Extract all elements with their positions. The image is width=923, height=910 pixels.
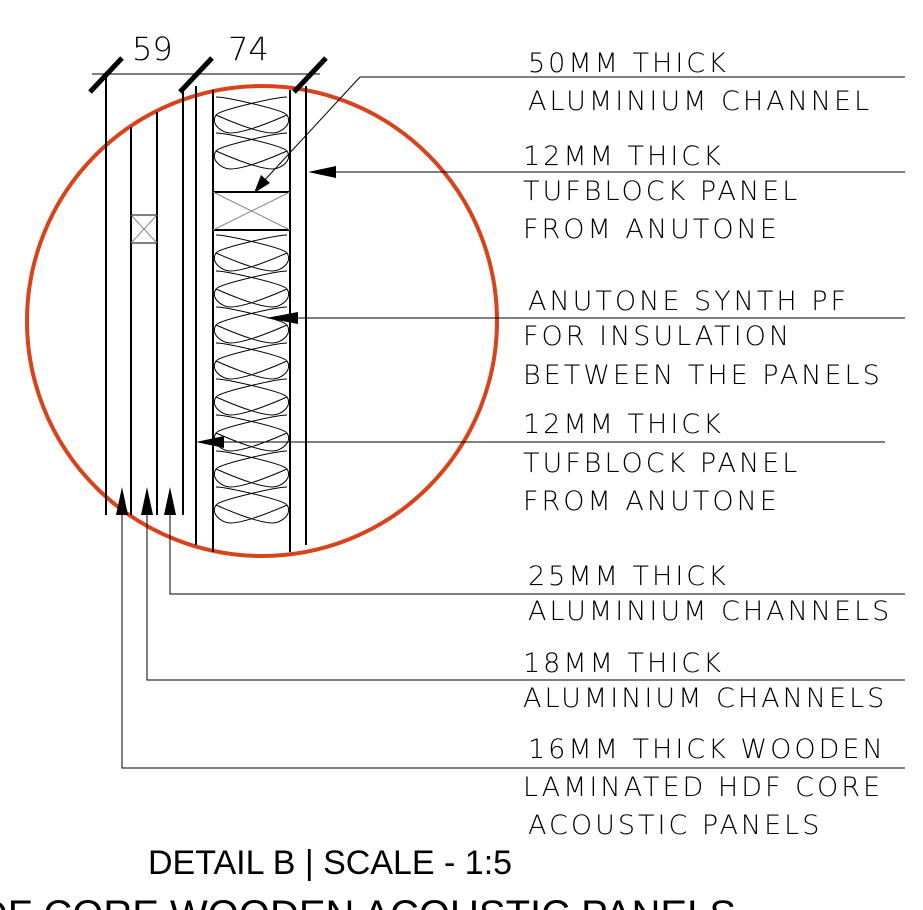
svg-text:12MM THICK: 12MM THICK	[523, 409, 724, 440]
spacer-block	[130, 214, 158, 244]
label-tufblock-outer: 12MM THICK TUFBLOCK PANEL FROM ANUTONE	[523, 141, 800, 245]
svg-text:LAMINATED HDF CORE: LAMINATED HDF CORE	[523, 772, 883, 803]
svg-text:50MM THICK: 50MM THICK	[528, 48, 729, 79]
arrow-18mm	[141, 487, 153, 515]
svg-text:ALUMINIUM CHANNELS: ALUMINIUM CHANNELS	[523, 683, 887, 714]
svg-text:FROM ANUTONE: FROM ANUTONE	[523, 214, 780, 245]
svg-text:FROM ANUTONE: FROM ANUTONE	[523, 486, 780, 517]
dimension-line	[88, 56, 328, 94]
svg-text:ALUMINIUM CHANNEL: ALUMINIUM CHANNEL	[528, 86, 872, 117]
insulation-pattern-top	[214, 96, 289, 170]
arrow-insulation	[266, 312, 298, 324]
svg-text:12MM THICK: 12MM THICK	[523, 141, 724, 172]
label-channel-25: 25MM THICK ALUMINIUM CHANNELS	[528, 561, 892, 627]
svg-text:25MM THICK: 25MM THICK	[528, 561, 729, 592]
svg-text:FOR INSULATION: FOR INSULATION	[523, 321, 792, 352]
svg-text:18MM THICK: 18MM THICK	[523, 648, 724, 679]
arrow-25mm	[164, 487, 176, 515]
svg-text:16MM THICK WOODEN: 16MM THICK WOODEN	[528, 734, 886, 765]
detail-title: DETAIL B | SCALE - 1:5	[148, 844, 512, 882]
svg-text:TUFBLOCK PANEL: TUFBLOCK PANEL	[523, 448, 800, 479]
arrow-16mm	[116, 487, 128, 515]
detail-circle	[25, 84, 499, 558]
svg-text:ALUMINIUM CHANNELS: ALUMINIUM CHANNELS	[528, 596, 892, 627]
insulation-batt	[214, 234, 289, 524]
label-channel-18: 18MM THICK ALUMINIUM CHANNELS	[523, 648, 887, 714]
dimension-74: 74	[228, 30, 269, 68]
svg-text:ACOUSTIC PANELS: ACOUSTIC PANELS	[528, 810, 822, 841]
svg-text:BETWEEN THE PANELS: BETWEEN THE PANELS	[523, 360, 883, 391]
arrow-tufblock-inner	[196, 436, 224, 448]
leader-lines	[116, 76, 905, 769]
detail-subtitle: HDF CORE WOODEN ACOUSTIC PANELS	[0, 893, 736, 910]
insulation-pattern-bottom	[214, 234, 289, 524]
arrow-tufblock-outer	[308, 166, 336, 178]
dimension-59: 59	[132, 30, 173, 68]
arrow-50mm	[254, 175, 270, 193]
insulation-batt	[214, 96, 289, 170]
label-wooden-panel: 16MM THICK WOODEN LAMINATED HDF CORE ACO…	[523, 734, 886, 841]
svg-text:TUFBLOCK PANEL: TUFBLOCK PANEL	[523, 176, 800, 207]
label-channel-50: 50MM THICK ALUMINIUM CHANNEL	[528, 48, 872, 117]
aluminium-channel-block	[212, 191, 291, 231]
layer-lines	[105, 74, 307, 552]
svg-text:ANUTONE SYNTH PF: ANUTONE SYNTH PF	[528, 286, 849, 317]
label-insulation: ANUTONE SYNTH PF FOR INSULATION BETWEEN …	[523, 286, 883, 391]
label-tufblock-inner: 12MM THICK TUFBLOCK PANEL FROM ANUTONE	[523, 409, 800, 517]
